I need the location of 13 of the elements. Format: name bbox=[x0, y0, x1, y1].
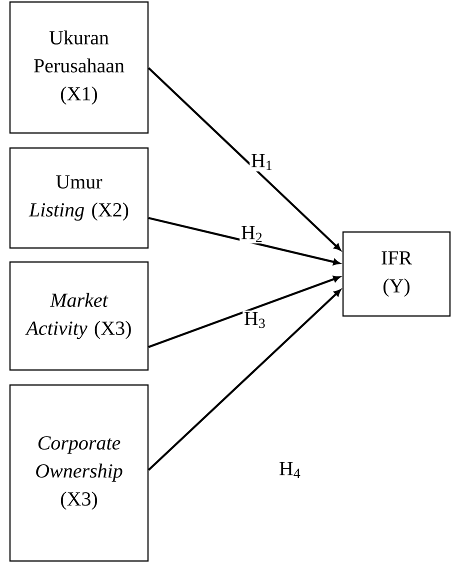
variable-box: IFR (Y) bbox=[342, 231, 451, 317]
arrow bbox=[148, 289, 341, 471]
arrow bbox=[148, 216, 340, 266]
arrow bbox=[148, 67, 341, 251]
edge-label: H$_{3}$ bbox=[242, 310, 268, 330]
variable-box: Market Activity (X3) bbox=[9, 261, 149, 371]
edge-label: H$_{2}$ bbox=[240, 224, 264, 244]
edge-label: H$_{1}$ bbox=[250, 152, 274, 172]
arrow bbox=[148, 276, 340, 348]
edge-label: H$_{4}$ bbox=[278, 460, 302, 480]
variable-box: Umur Listing (X2) bbox=[9, 147, 149, 249]
variable-box: Corporate Ownership (X3) bbox=[9, 384, 149, 562]
variable-box: Ukuran Perusahaan (X1) bbox=[9, 1, 149, 134]
